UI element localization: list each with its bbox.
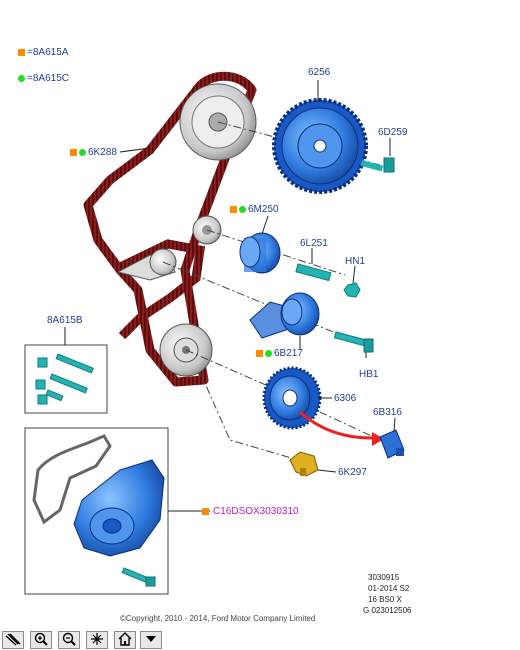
marker-6b217-square [256,350,263,357]
water-pump-gasket [32,434,112,525]
pan-tool-button[interactable] [86,631,108,649]
legend-8a615a: =8A615A [27,47,69,58]
home-icon [118,632,132,646]
crankshaft-sprocket-6306 [262,366,322,430]
idler-pulley-6m250 [239,232,281,274]
sensor-6k297 [289,451,319,477]
viewer-toolbar [0,630,520,650]
diagram-drawing [24,71,405,595]
reference-line-3: 16 BS0 X [368,595,402,604]
marker-6m250-square [230,206,237,213]
label-6256[interactable]: 6256 [308,67,331,78]
select-tool-button[interactable] [2,631,24,649]
tensioner-6b217 [249,292,320,339]
legend-8a615c: =8A615C [27,73,69,84]
bolt-6d259 [360,157,395,173]
spacer-6l251 [295,263,332,282]
nut-hn1 [343,282,361,298]
zoom-in-icon [34,632,48,646]
dropdown-button[interactable] [140,631,162,649]
label-6l251[interactable]: 6L251 [300,238,328,249]
reference-line-1: 3030915 [368,573,400,582]
label-hn1[interactable]: HN1 [345,256,366,267]
zoom-out-icon [62,632,76,646]
pan-tool-icon [91,633,103,645]
exploded-parts-diagram: =8A615A =8A615C 6256 6D259 6K288 6M250 6… [18,47,412,623]
label-6k297[interactable]: 6K297 [338,467,367,478]
label-6b217[interactable]: 6B217 [274,348,303,359]
red-arrow [298,410,373,440]
label-6m250[interactable]: 6M250 [248,204,279,215]
label-6k288[interactable]: 6K288 [88,147,117,158]
label-c16dsox3030310[interactable]: C16DSOX3030310 [213,506,299,517]
reference-line-2: 01-2014 S2 [368,584,410,593]
timing-belt-loop [116,239,206,340]
label-6b316[interactable]: 6B316 [373,407,402,418]
legend-circle-marker [18,75,25,82]
label-8a615b[interactable]: 8A615B [47,315,83,326]
bolt-hb1 [333,331,374,353]
select-tool-icon [5,633,21,646]
marker-6b217-circle [265,350,272,357]
bolts-8a615b [35,353,94,405]
camshaft-pulley-6256 [272,98,368,194]
copyright-text: ©Copyright, 2010 - 2014, Ford Motor Comp… [120,614,316,623]
marker-c16-square [202,508,209,515]
red-arrowhead [372,432,384,446]
zoom-in-button[interactable] [30,631,52,649]
sensor-6b316 [379,429,405,459]
water-pump [73,459,165,557]
label-hb1[interactable]: HB1 [359,369,379,380]
zoom-out-button[interactable] [58,631,80,649]
marker-6m250-circle [239,206,246,213]
water-pump-bolt [121,567,156,587]
reference-line-4: G 023012506 [363,606,412,615]
dropdown-arrow-icon [146,636,156,642]
home-button[interactable] [114,631,136,649]
marker-6k288-square [70,149,77,156]
legend-square-marker [18,49,25,56]
bolts-inset-frame [24,344,108,414]
marker-6k288-circle [79,149,86,156]
label-6d259[interactable]: 6D259 [378,127,408,138]
label-6306[interactable]: 6306 [334,393,357,404]
